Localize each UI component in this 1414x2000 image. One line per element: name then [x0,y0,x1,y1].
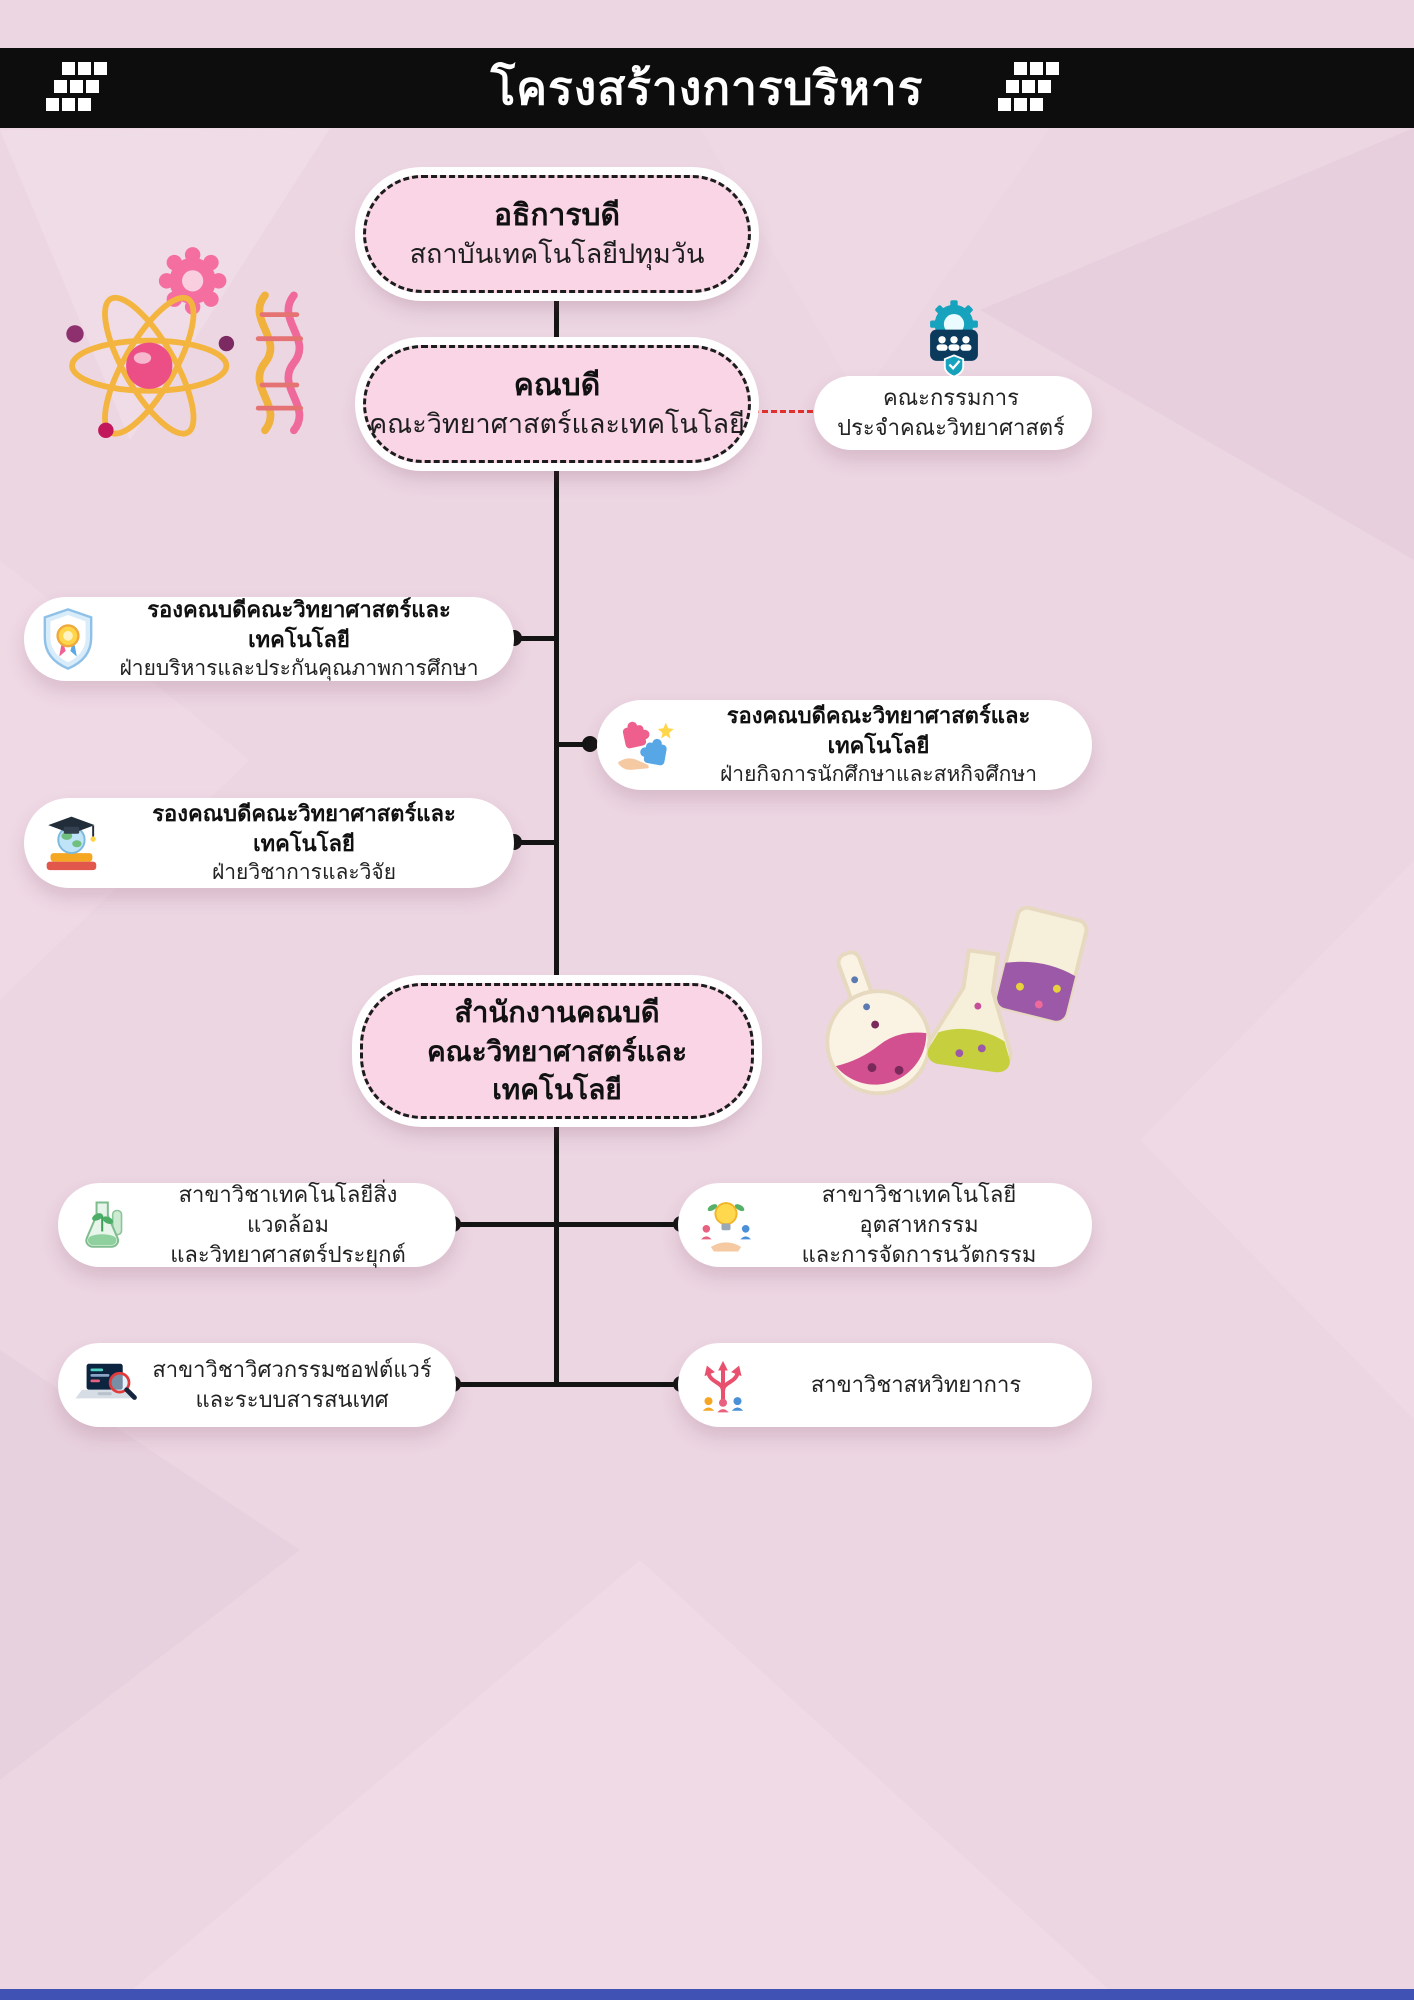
dept-software-line2: และระบบสารสนเทศ [195,1387,389,1412]
dean-node: คณบดี คณะวิทยาศาสตร์และเทคโนโลยี [363,345,751,463]
dean-office-line2: คณะวิทยาศาสตร์และเทคโนโลยี [426,1035,688,1105]
vice-dean-academic-card: รองคณบดีคณะวิทยาศาสตร์และเทคโนโลยี ฝ่ายว… [24,798,514,888]
vice-dean-admin-title: รองคณบดีคณะวิทยาศาสตร์และเทคโนโลยี [147,597,451,652]
dean-office-node: สำนักงานคณบดี คณะวิทยาศาสตร์และเทคโนโลยี [360,983,754,1119]
vice-dean-admin-subtitle: ฝ่ายบริหารและประกันคุณภาพการศึกษา [119,656,479,680]
committee-card: คณะกรรมการ ประจำคณะวิทยาศาสตร์ [814,376,1092,450]
connector-dean-committee [753,410,813,413]
president-title: อธิการบดี [494,198,620,232]
dept-industrial-line2: และการจัดการนวัตกรรม [801,1241,1037,1267]
header-pixel-pattern-icon [998,62,1059,111]
dean-subtitle: คณะวิทยาศาสตร์และเทคโนโลยี [369,409,745,440]
page-title: โครงสร้างการบริหาร [490,61,924,114]
dept-environment-line2: และวิทยาศาสตร์ประยุกต์ [170,1241,406,1267]
dean-title: คณบดี [513,368,601,402]
vice-dean-student-title: รองคณบดีคณะวิทยาศาสตร์และเทคโนโลยี [726,703,1031,758]
connector-dept-row2 [452,1382,682,1387]
chemistry-flasks-illustration [825,905,1089,1096]
connector-office-departments [554,1117,559,1387]
dept-environment-line1: สาขาวิชาเทคโนโลยีสิ่งแวดล้อม [178,1182,398,1238]
connector-vice-admin [508,636,557,641]
president-node: อธิการบดี สถาบันเทคโนโลยีปทุมวัน [363,175,751,293]
dept-software-card: สาขาวิชาวิศวกรรมซอฟต์แวร์ และระบบสารสนเท… [58,1343,456,1427]
committee-line2: ประจำคณะวิทยาศาสตร์ [837,415,1065,440]
puzzle-hands-icon [613,716,677,774]
header-bar: โครงสร้างการบริหาร [0,48,1414,128]
award-shield-icon [40,607,96,671]
connector-dot [582,736,598,752]
vice-dean-admin-card: รองคณบดีคณะวิทยาศาสตร์และเทคโนโลยี ฝ่ายบ… [24,597,514,681]
connector-vice-student [557,742,597,747]
atom-dna-illustration [66,247,304,439]
bottom-accent-bar [0,1989,1414,2000]
laptop-magnifier-icon [74,1360,140,1410]
connector-president-dean [554,291,559,347]
connector-vice-academic [508,840,557,845]
connector-dean-office [554,461,559,985]
graduation-globe-books-icon [40,812,106,874]
dept-industrial-line1: สาขาวิชาเทคโนโลยีอุตสาหกรรม [821,1182,1017,1238]
committee-board-icon [930,300,978,378]
connector-dept-row1 [452,1222,682,1227]
dept-interdisciplinary-line1: สาขาวิชาสหวิทยาการ [810,1372,1022,1398]
vice-dean-student-card: รองคณบดีคณะวิทยาศาสตร์และเทคโนโลยี ฝ่ายก… [597,700,1092,790]
people-growth-arrows-icon [694,1356,752,1414]
committee-line1: คณะกรรมการ [883,385,1019,411]
dean-office-line1: สำนักงานคณบดี [454,996,660,1029]
idea-bulb-hands-icon [694,1197,758,1253]
vice-dean-student-subtitle: ฝ่ายกิจการนักศึกษาและสหกิจศึกษา [720,762,1037,786]
dept-environment-card: สาขาวิชาเทคโนโลยีสิ่งแวดล้อม และวิทยาศาส… [58,1182,456,1267]
dept-industrial-card: สาขาวิชาเทคโนโลยีอุตสาหกรรม และการจัดการ… [678,1182,1092,1267]
vice-dean-academic-title: รองคณบดีคณะวิทยาศาสตร์และเทคโนโลยี [152,801,456,856]
flask-plant-icon [74,1196,132,1254]
president-subtitle: สถาบันเทคโนโลยีปทุมวัน [409,239,705,270]
dept-software-line1: สาขาวิชาวิศวกรรมซอฟต์แวร์ [152,1357,432,1383]
dept-interdisciplinary-card: สาขาวิชาสหวิทยาการ [678,1343,1092,1427]
header-pixel-pattern-icon [46,62,107,111]
vice-dean-academic-subtitle: ฝ่ายวิชาการและวิจัย [211,860,397,884]
